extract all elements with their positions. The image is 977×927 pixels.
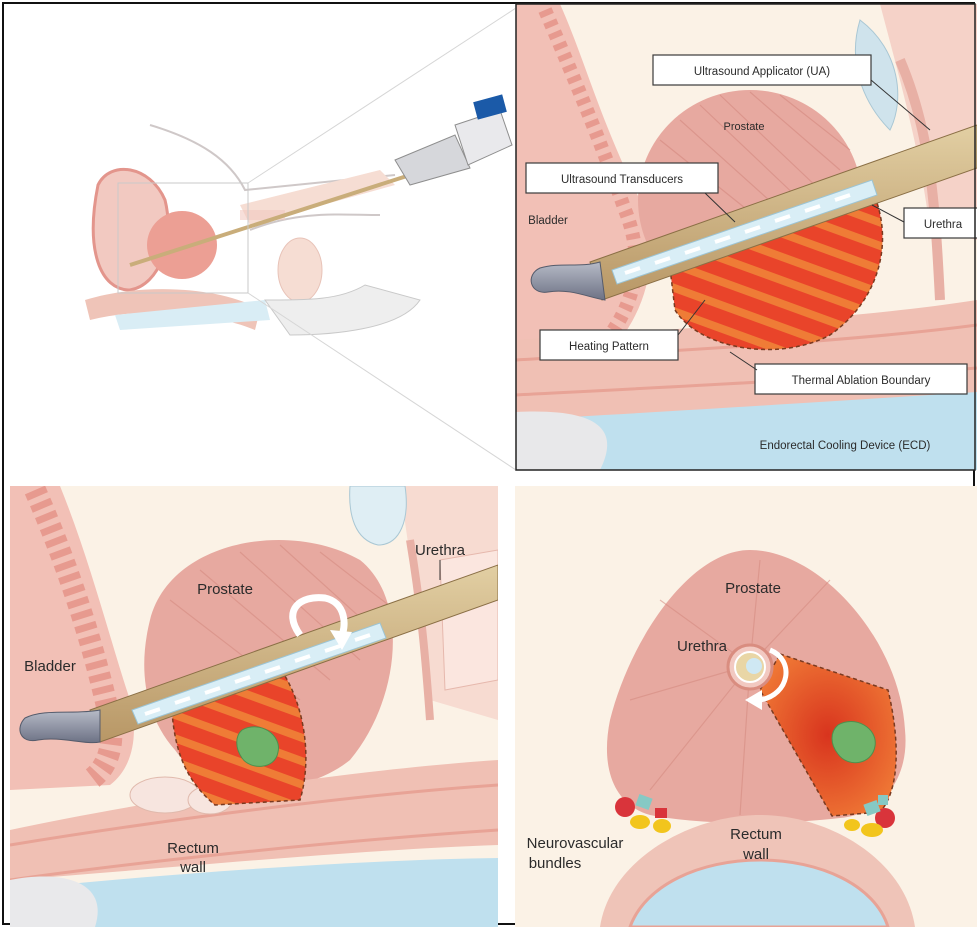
- label-bladder-top: Bladder: [528, 215, 568, 227]
- label-thermal-ablation-boundary: Thermal Ablation Boundary: [792, 375, 931, 387]
- label-urethra-top: Urethra: [924, 219, 963, 231]
- rotation-side-panel: Urethra Prostate Bladder Rectum wall: [10, 486, 498, 927]
- applicator-detail-panel: Ultrasound Applicator (UA) Prostate Ultr…: [516, 4, 977, 470]
- label-wall-cross: wall: [742, 846, 769, 863]
- cross-section-panel: Prostate Urethra Neurovascular bundles R…: [515, 486, 977, 927]
- label-heating-pattern: Heating Pattern: [569, 341, 649, 353]
- label-rectum-cross: Rectum: [730, 826, 782, 843]
- label-urethra-cross: Urethra: [677, 638, 728, 655]
- label-bundles: bundles: [529, 855, 582, 872]
- label-ultrasound-transducers: Ultrasound Transducers: [561, 174, 683, 186]
- prostate-shape-overview: [147, 211, 217, 279]
- overview-panel: [85, 8, 516, 470]
- label-ultrasound-applicator: Ultrasound Applicator (UA): [694, 66, 830, 78]
- label-prostate-side: Prostate: [197, 581, 253, 598]
- label-wall-side: wall: [179, 859, 206, 876]
- label-prostate-cross: Prostate: [725, 580, 781, 597]
- label-urethra-side: Urethra: [415, 542, 466, 559]
- label-rectum-side: Rectum: [167, 840, 219, 857]
- label-bladder-side: Bladder: [24, 658, 76, 675]
- label-neurovascular: Neurovascular: [527, 835, 624, 852]
- label-endorectal-cooling-device: Endorectal Cooling Device (ECD): [760, 440, 931, 452]
- label-prostate-top: Prostate: [724, 121, 765, 133]
